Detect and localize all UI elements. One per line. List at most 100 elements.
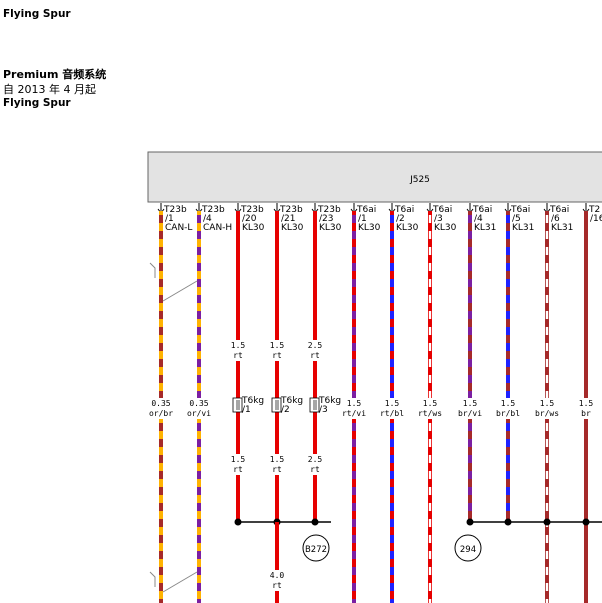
pin-connector-label: T2	[588, 205, 600, 215]
wire-size-label: 2.5rt	[305, 454, 325, 475]
wire-size-label-bg	[184, 398, 214, 419]
wire-size-label: 1.5rt	[228, 340, 248, 361]
pin-number-label: /5	[512, 214, 521, 224]
wire-size-label-text: 2.5	[308, 455, 323, 464]
wire-size-label-bg	[576, 398, 596, 419]
pin-number-label: /4	[203, 214, 212, 224]
pin-number-label: /20	[242, 214, 257, 224]
wire-size-label: 1.5br/ws	[532, 398, 562, 419]
connector-pin: /1	[242, 405, 251, 415]
wire-size-label: 1.5rt/bl	[377, 398, 407, 419]
pin-terminal-label: KL31	[512, 223, 534, 233]
wire-size-label: 1.5br/vi	[455, 398, 485, 419]
wire-size-label-text: br/ws	[535, 409, 559, 418]
wire-size-label-text: 1.5	[231, 455, 246, 464]
pin-connector-label: T23b	[317, 205, 341, 215]
model-name-top: Flying Spur	[3, 8, 71, 20]
wire-size-label-bg	[339, 398, 369, 419]
pin-terminal-label: KL30	[281, 223, 304, 233]
connector-body	[309, 397, 320, 413]
pin-connector-label: T6ai	[394, 205, 414, 215]
wire-size-label-bg	[305, 340, 325, 361]
wire-size-label-bg	[228, 454, 248, 475]
wire-size-label-text: 1.5	[501, 399, 516, 408]
wire-size-label-text: br/bl	[496, 409, 520, 418]
date-line: 自 2013 年 4 月起	[3, 83, 96, 96]
pin-number-label: /1	[165, 214, 174, 224]
wire-size-label-text: rt	[272, 351, 282, 360]
wire-size-label-text: 2.5	[308, 341, 323, 350]
connector-name: T6kg	[241, 396, 264, 406]
wire-size-label-text: rt	[272, 465, 282, 474]
control-module-box	[147, 151, 602, 203]
pin-terminal-label: KL30	[434, 223, 457, 233]
wire-size-label-bg	[305, 454, 325, 475]
wire-size-label-text: rt	[233, 465, 243, 474]
pin-number-label: /2	[396, 214, 405, 224]
wire-size-label-bg	[377, 398, 407, 419]
wire-size-label-text: 1.5	[231, 341, 246, 350]
pin-connector-label: T23b	[201, 205, 225, 215]
wire-size-label-text: 1.5	[385, 399, 400, 408]
bus-junction-dot	[504, 518, 512, 526]
wire-size-label-text: 1.5	[579, 399, 594, 408]
junction-b272-label: B272	[305, 545, 327, 555]
wire-size-label-text: rt	[233, 351, 243, 360]
wire-size-label-text: 0.35	[189, 399, 208, 408]
connector-t6kg: T6kg/2	[271, 396, 303, 415]
section-title: Premium 音频系统	[3, 68, 107, 81]
pin-connector-label: T23b	[279, 205, 303, 215]
pin-terminal-label: KL30	[358, 223, 381, 233]
pin-terminal-label: KL30	[396, 223, 419, 233]
pin-number-label: /3	[434, 214, 443, 224]
connector-name: T6kg	[280, 396, 303, 406]
wire-size-label-bg	[267, 340, 287, 361]
pin-number-label: /1	[358, 214, 367, 224]
wire-size-label-bg	[415, 398, 445, 419]
pin-terminal-label: KL30	[319, 223, 342, 233]
wire-size-label-text: br/vi	[458, 409, 482, 418]
connector-t6kg: T6kg/1	[232, 396, 264, 415]
pin-connector-label: T6ai	[472, 205, 492, 215]
shield-segment	[149, 571, 156, 587]
junction-b272	[302, 534, 330, 562]
shield-slant	[162, 280, 198, 302]
pin-connector-label: T6ai	[510, 205, 530, 215]
wire-size-label-text: 1.5	[463, 399, 478, 408]
pin-connector-label: T23b	[163, 205, 187, 215]
wire-size-label-bg	[146, 398, 176, 419]
wire-size-label-bg	[455, 398, 485, 419]
connector-pin: /3	[319, 405, 328, 415]
wire-size-label-text: 1.5	[270, 341, 285, 350]
wire-size-label: 1.5br	[576, 398, 596, 419]
wire-size-label-bg	[532, 398, 562, 419]
connector-t6kg: T6kg/3	[309, 396, 341, 415]
wire-size-label-text: rt/bl	[380, 409, 404, 418]
pin-number-label: /21	[281, 214, 295, 224]
wire-size-label: 1.5rt/ws	[415, 398, 445, 419]
connector-body	[271, 397, 282, 413]
shield-slant	[162, 571, 198, 593]
bus-junction-dot	[466, 518, 474, 526]
bus-junction-dot	[234, 518, 242, 526]
bus-junction-dot	[582, 518, 590, 526]
connector-pin: /2	[281, 405, 290, 415]
module-label: J525	[409, 175, 430, 185]
wire-size-label: 1.5rt	[267, 454, 287, 475]
wire-size-label-text: 1.5	[270, 455, 285, 464]
wire-size-label-text: rt	[310, 351, 320, 360]
wire-size-label-bg	[228, 340, 248, 361]
wire-size-label-bg	[267, 454, 287, 475]
wire-size-label-bg	[267, 570, 287, 591]
bus-junction-dot	[311, 518, 319, 526]
wire-size-label-text: 4.0	[270, 571, 285, 580]
pin-connector-label: T23b	[240, 205, 264, 215]
pin-number-label: /23	[319, 214, 333, 224]
wire-size-label-text: 0.35	[151, 399, 170, 408]
pin-terminal-label: KL31	[551, 223, 573, 233]
wire-size-label-text: rt/vi	[342, 409, 366, 418]
pin-terminal-label: KL31	[474, 223, 496, 233]
pin-connector-label: T6ai	[432, 205, 452, 215]
junction-294-label: 294	[460, 545, 476, 555]
